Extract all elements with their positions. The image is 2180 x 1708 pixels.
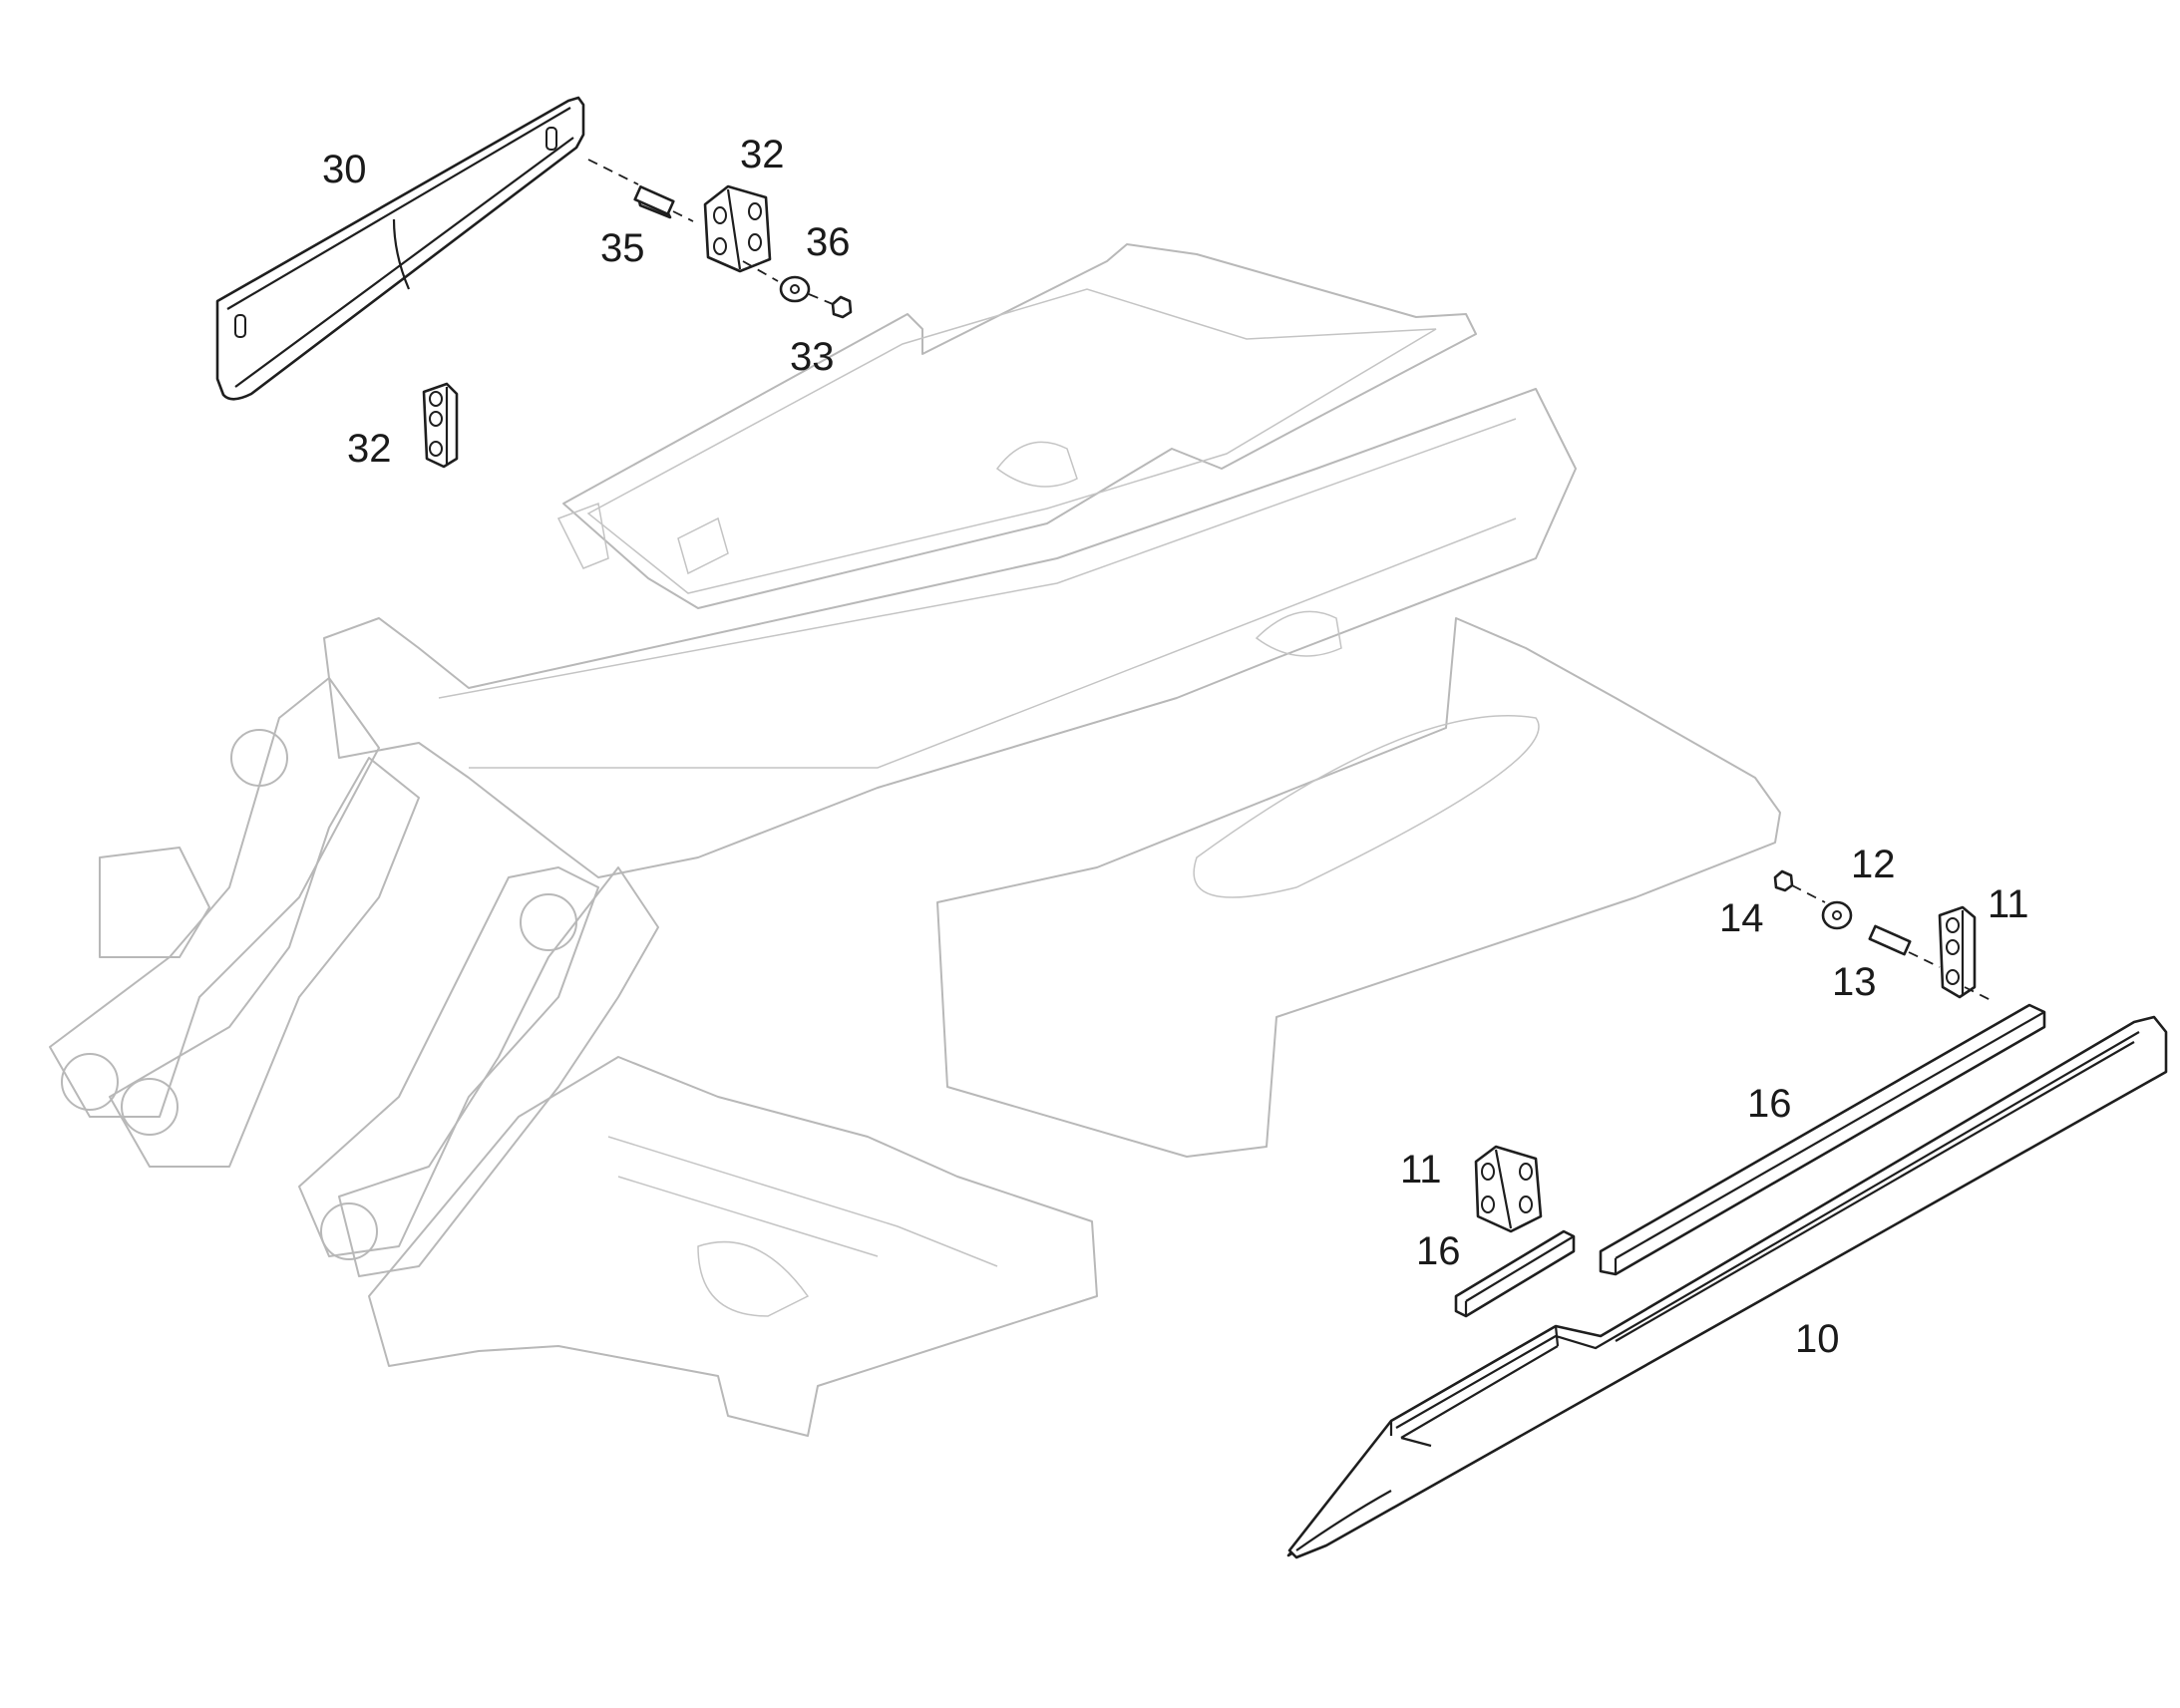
callout-16-right: 16: [1747, 1082, 1792, 1126]
part-12-washer: [1821, 900, 1853, 930]
part-11-plate-right: [1938, 905, 1996, 1003]
part-14-nut: [1773, 869, 1826, 903]
part-32-angle-bracket-top: [703, 184, 779, 282]
callout-36: 36: [806, 220, 851, 264]
part-16-long-bar: [1599, 1003, 2046, 1276]
part-13-stud-bolt: [1868, 924, 1941, 968]
part-36-washer: [779, 275, 834, 305]
part-16-short-bar: [1454, 1229, 1576, 1318]
callout-30: 30: [322, 148, 367, 191]
callout-16-left: 16: [1416, 1229, 1461, 1273]
callout-32-top: 32: [740, 133, 785, 176]
part-10-long-channel: [1286, 1015, 2168, 1559]
part-35-stud-bolt: [633, 184, 694, 222]
callout-32-left: 32: [347, 427, 392, 471]
callout-10: 10: [1795, 1317, 1840, 1361]
part-32-plate-left: [422, 382, 459, 469]
callout-labels: 30 32 35 36 33 32 12 11 14 13 16 11 16 1…: [322, 133, 2029, 1361]
callout-12: 12: [1851, 843, 1896, 886]
part-33-nut: [831, 295, 853, 319]
chassis-frame: [49, 243, 1781, 1437]
callout-35: 35: [600, 226, 645, 270]
callout-11-right: 11: [1988, 882, 2029, 926]
callout-14: 14: [1719, 896, 1764, 940]
callout-11-mid: 11: [1400, 1148, 1442, 1192]
callout-13: 13: [1832, 960, 1877, 1004]
callout-33: 33: [790, 335, 835, 379]
part-30-channel-bracket: [215, 96, 639, 401]
part-11-angle-bracket-mid: [1474, 1145, 1543, 1233]
